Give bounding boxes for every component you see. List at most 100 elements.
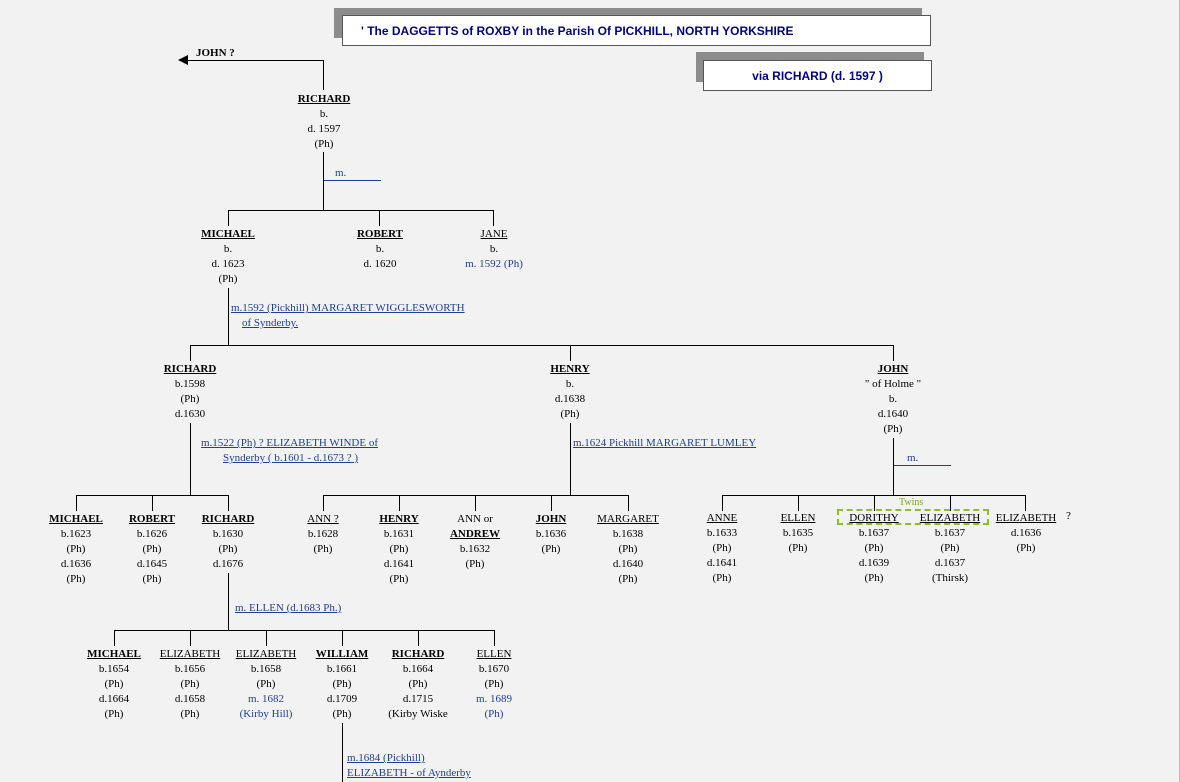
person-name: HENRY (379, 513, 419, 525)
person-detail: (Ph) (864, 542, 884, 554)
page-title: ' The DAGGETTS of ROXBY in the Parish Of… (342, 15, 931, 46)
person-detail: d.1641 (706, 557, 738, 569)
person-detail: b.1638 (612, 528, 644, 540)
arrow-left-icon (178, 55, 188, 65)
person-detail: (Ph) (883, 423, 903, 435)
person-anne: ANNE b.1633 (Ph) d.1641 (Ph) (682, 511, 762, 586)
connector (188, 60, 324, 61)
person-detail: m. 1689 (475, 693, 513, 705)
marriage-label: Synderby ( b.1601 - d.1673 ? ) (223, 452, 359, 464)
person-ann-or-andrew: ANN or ANDREW b.1632 (Ph) (435, 512, 515, 572)
person-name: ELLEN (780, 512, 816, 524)
marriage-label: m.1522 (Ph) ? ELIZABETH WINDE of (201, 437, 378, 449)
person-elizabeth-b1656: ELIZABETH b.1656 (Ph) d.1658 (Ph) (150, 647, 230, 722)
person-detail: (Ph) (484, 708, 504, 720)
person-detail: b.1626 (136, 528, 168, 540)
person-name: ANN or (457, 513, 493, 525)
person-elizabeth-b1637: ELIZABETH b.1637 (Ph) d.1637 (Thirsk) (910, 511, 990, 586)
person-detail: b. (375, 243, 385, 255)
person-detail: m. 1682 (247, 693, 285, 705)
person-elizabeth-b1658: ELIZABETH b.1658 (Ph) m. 1682 (Kirby Hil… (226, 647, 306, 722)
person-detail: (Kirby Wiske (388, 708, 448, 720)
person-john-b1636: JOHN b.1636 (Ph) (511, 512, 591, 557)
person-name: ANNE (706, 512, 738, 524)
person-detail: (Ph) (864, 572, 884, 584)
person-detail: b.1658 (250, 663, 282, 675)
person-detail: d.1645 (136, 558, 168, 570)
person-name: RICHARD (201, 513, 255, 525)
person-detail: (Ph) (541, 543, 561, 555)
person-detail: d.1639 (858, 557, 890, 569)
person-detail: (Ph) (389, 543, 409, 555)
connector (228, 288, 229, 346)
marriage-label: m.1684 (Pickhill) (347, 752, 425, 764)
person-detail: d. 1623 (211, 258, 245, 270)
person-detail: b. (223, 243, 233, 255)
person-william: WILLIAM b.1661 (Ph) d.1709 (Ph) (302, 647, 382, 722)
connector (190, 345, 191, 361)
twins-label: Twins (899, 497, 924, 508)
root-john: JOHN ? (196, 47, 235, 59)
person-name: ELIZABETH (159, 648, 221, 660)
marriage-line (324, 180, 381, 181)
person-detail: d.1640 (612, 558, 644, 570)
person-name: ANDREW (449, 528, 501, 540)
person-name: WILLIAM (315, 648, 369, 660)
connector (950, 495, 951, 511)
person-detail: (Ph) (940, 542, 960, 554)
person-detail: b.1636 (535, 528, 567, 540)
person-detail: d.1638 (554, 393, 586, 405)
person-detail: b.1623 (60, 528, 92, 540)
connector (570, 423, 571, 496)
person-detail: (Ph) (104, 678, 124, 690)
connector (190, 630, 191, 646)
connector (76, 495, 77, 511)
person-name: JANE (480, 228, 508, 240)
person-detail: d.1676 (212, 558, 244, 570)
connector (493, 210, 494, 226)
person-name: ANN ? (307, 513, 339, 525)
person-henry-b1631: HENRY b.1631 (Ph) d.1641 (Ph) (359, 512, 439, 587)
person-detail: d.1664 (98, 693, 130, 705)
person-detail: d.1658 (174, 693, 206, 705)
person-detail: m. 1592 (Ph) (465, 258, 523, 270)
marriage-label: m.1592 (Pickhill) MARGARET WIGGLESWORTH (231, 302, 465, 314)
person-detail: (Ph) (66, 573, 86, 585)
person-detail: (Ph) (142, 543, 162, 555)
twins-bracket (837, 509, 989, 525)
person-detail: d. 1597 (307, 123, 341, 135)
person-name: HENRY (550, 363, 590, 375)
person-detail: (Ph) (314, 138, 334, 150)
person-detail: " of Holme " (864, 378, 922, 390)
connector (418, 630, 419, 646)
connector (266, 630, 267, 646)
connector (1025, 495, 1026, 511)
marriage-label: m. (907, 452, 919, 464)
person-detail: (Ph) (66, 543, 86, 555)
connector (893, 345, 894, 361)
person-detail: (Ph) (104, 708, 124, 720)
person-detail: d. 1620 (363, 258, 397, 270)
person-detail: d.1630 (174, 408, 206, 420)
person-michael-b1654: MICHAEL b.1654 (Ph) d.1664 (Ph) (74, 647, 154, 722)
person-john-of-holme: JOHN " of Holme " b. d.1640 (Ph) (853, 362, 933, 437)
person-henry-d1638: HENRY b. d.1638 (Ph) (530, 362, 610, 422)
connector (494, 630, 495, 646)
connector (551, 495, 552, 511)
person-detail: (Ph) (560, 408, 580, 420)
sibling-bar (228, 210, 494, 211)
person-name: JOHN (535, 513, 567, 525)
person-detail: (Ph) (712, 572, 732, 584)
person-name: DORITHY (849, 512, 899, 524)
person-detail: b.1628 (307, 528, 339, 540)
person-name: ELIZABETH (235, 648, 297, 660)
person-richard-b1664: RICHARD b.1664 (Ph) d.1715 (Kirby Wiske (378, 647, 458, 722)
person-michael-d1623: MICHAEL b. d. 1623 (Ph) (188, 227, 268, 287)
person-detail: (Ph) (180, 393, 200, 405)
person-ellen-b1635: ELLEN b.1635 (Ph) (758, 511, 838, 556)
person-name: MICHAEL (87, 648, 141, 660)
person-detail: d.1640 (877, 408, 909, 420)
person-robert-d1620: ROBERT b. d. 1620 (340, 227, 420, 272)
person-ann: ANN ? b.1628 (Ph) (283, 512, 363, 557)
